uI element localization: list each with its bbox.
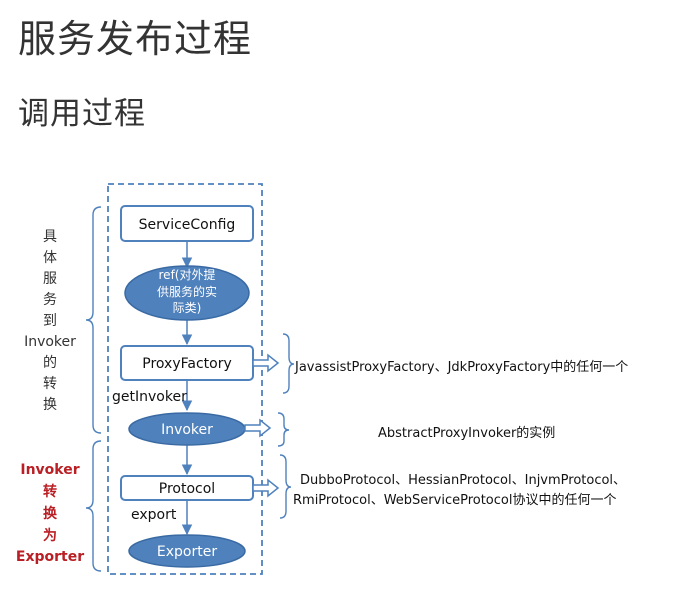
- arrow-right-invoker: [244, 418, 272, 438]
- ref-label-line1: ref(对外提: [159, 267, 216, 282]
- left-label-upper-char: Invoker: [24, 334, 76, 350]
- left-label-upper-char: 换: [43, 396, 57, 413]
- page-title: 服务发布过程: [18, 17, 253, 61]
- protocol-label: Protocol: [159, 481, 215, 497]
- note-proxy-factory: JavassistProxyFactory、JdkProxyFactory中的任…: [294, 359, 628, 375]
- service-config-box: [120, 205, 254, 242]
- get-invoker-label: getInvoker: [112, 389, 187, 405]
- left-brace-upper: [85, 206, 102, 434]
- note-protocol-line2: RmiProtocol、WebServiceProtocol协议中的任何一个: [293, 492, 616, 508]
- left-label-upper: 具 体 服 务 到 Invoker 的 转 换: [24, 229, 76, 413]
- left-label-upper-char: 体: [43, 250, 57, 266]
- right-brace-proxyfactory: [282, 333, 295, 394]
- dashed-container: [107, 183, 263, 575]
- arrow-right-protocol: [252, 478, 280, 498]
- left-label-upper-char: 到: [43, 313, 57, 329]
- page-subtitle: 调用过程: [18, 96, 146, 132]
- left-label-lower-char: 转: [43, 483, 57, 500]
- left-label-upper-char: 转: [43, 376, 57, 392]
- ref-label-line3: 际类): [173, 301, 202, 315]
- proxy-factory-label: ProxyFactory: [142, 356, 232, 372]
- export-label: export: [131, 507, 177, 523]
- left-label-lower-char: 换: [43, 505, 58, 522]
- ref-label-line2: 供服务的实: [157, 284, 217, 299]
- note-invoker: AbstractProxyInvoker的实例: [378, 425, 555, 441]
- left-label-lower: Invoker 转 换 为 Exporter: [16, 462, 84, 565]
- right-brace-protocol: [279, 454, 292, 519]
- service-config-label: ServiceConfig: [139, 217, 236, 233]
- left-brace-lower: [85, 440, 102, 572]
- left-label-lower-char: 为: [43, 527, 57, 544]
- right-brace-invoker: [277, 412, 290, 447]
- note-protocol-line1: DubboProtocol、HessianProtocol、InjvmProto…: [300, 473, 626, 488]
- left-label-upper-char: 务: [43, 292, 57, 308]
- exporter-label: Exporter: [157, 544, 217, 560]
- left-label-upper-char: 的: [43, 355, 57, 371]
- left-label-lower-char: Exporter: [16, 549, 84, 565]
- left-label-upper-char: 服: [43, 271, 57, 287]
- invoker-label: Invoker: [161, 422, 213, 438]
- ref-ellipse: [124, 265, 250, 321]
- left-label-upper-char: 具: [43, 229, 57, 245]
- left-label-lower-char: Invoker: [20, 462, 79, 478]
- arrow-right-proxyfactory: [252, 353, 280, 373]
- exporter-ellipse: [128, 534, 246, 568]
